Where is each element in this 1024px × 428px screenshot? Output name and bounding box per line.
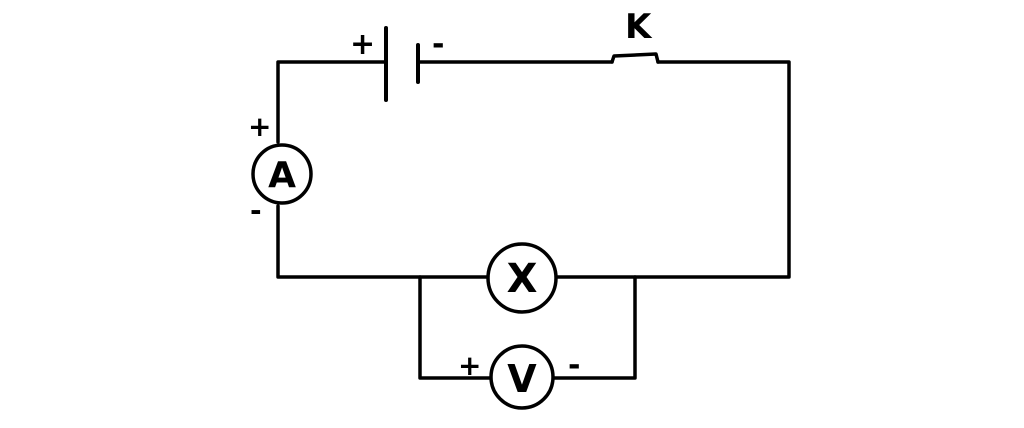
voltmeter-negative-sign: - — [568, 348, 580, 383]
wire-top-left — [276, 60, 388, 144]
switch-k: K — [610, 7, 660, 64]
voltmeter-branch: V + - — [418, 275, 637, 410]
wire-voltmeter-right — [552, 275, 637, 380]
ammeter-positive-sign: + — [248, 110, 271, 143]
battery-negative-sign: - — [432, 27, 444, 62]
ammeter-label: A — [268, 155, 296, 196]
ammeter: A + - — [248, 110, 313, 227]
ammeter-negative-sign: - — [250, 194, 262, 227]
voltmeter-circle — [489, 344, 555, 410]
main-circuit-wires — [276, 60, 791, 279]
ammeter-circle — [251, 143, 313, 205]
lamp-circle — [486, 242, 558, 314]
wire-voltmeter-left — [418, 275, 492, 380]
voltmeter-label: V — [507, 357, 537, 401]
lamp: X — [486, 242, 558, 314]
battery-positive-sign: + — [350, 27, 375, 62]
switch-label: K — [625, 7, 653, 47]
switch-blade — [610, 52, 660, 64]
voltmeter-positive-sign: + — [458, 349, 481, 382]
battery: + - — [350, 26, 444, 102]
wire-top-right — [554, 60, 791, 279]
lamp-label: X — [507, 256, 538, 302]
wire-bottom-left — [276, 204, 490, 279]
